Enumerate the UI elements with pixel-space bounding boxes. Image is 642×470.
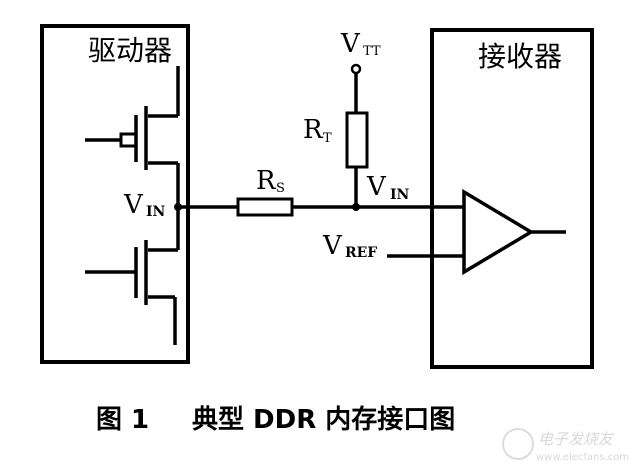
junction-dot-driver xyxy=(174,203,182,211)
label-rs: R S xyxy=(256,166,285,196)
svg-text:电子发烧友: 电子发烧友 xyxy=(538,430,615,448)
signal-wire xyxy=(178,197,464,217)
svg-text:R: R xyxy=(303,115,324,145)
driver-label: 驱动器 xyxy=(88,34,172,67)
watermark: 电子发烧友 www.elecfans.com xyxy=(502,428,629,463)
comparator xyxy=(462,188,535,276)
svg-text:TT: TT xyxy=(363,44,381,59)
nmos-transistor xyxy=(85,207,180,345)
svg-text:V: V xyxy=(340,29,361,59)
caption-title: 典型 DDR 内存接口图 xyxy=(192,405,455,435)
receiver-label: 接收器 xyxy=(478,40,562,73)
svg-text:T: T xyxy=(323,131,332,146)
watermark-logo-icon xyxy=(502,428,534,460)
junction-dot-receiver xyxy=(352,203,360,211)
svg-text:www.elecfans.com: www.elecfans.com xyxy=(536,452,629,463)
resistor-rt xyxy=(345,111,369,169)
svg-text:S: S xyxy=(276,181,285,196)
receiver-block xyxy=(430,28,594,369)
pmos-transistor xyxy=(85,66,180,207)
resistor-rs xyxy=(236,197,294,217)
driver-block xyxy=(40,24,190,364)
label-vref: V REF xyxy=(322,231,377,261)
svg-text:R: R xyxy=(256,166,277,196)
caption-figure-number: 图 1 xyxy=(96,405,149,435)
svg-text:REF: REF xyxy=(345,245,377,261)
termination-branch xyxy=(345,63,369,207)
svg-text:IN: IN xyxy=(146,204,166,220)
svg-text:IN: IN xyxy=(390,187,410,203)
label-vin-receiver: V IN xyxy=(366,172,410,203)
svg-text:V: V xyxy=(322,231,343,261)
svg-text:V: V xyxy=(123,190,144,220)
label-rt: R T xyxy=(303,115,332,146)
label-vin-driver: V IN xyxy=(123,190,166,220)
svg-text:V: V xyxy=(366,172,387,202)
label-vtt: V TT xyxy=(340,29,381,59)
